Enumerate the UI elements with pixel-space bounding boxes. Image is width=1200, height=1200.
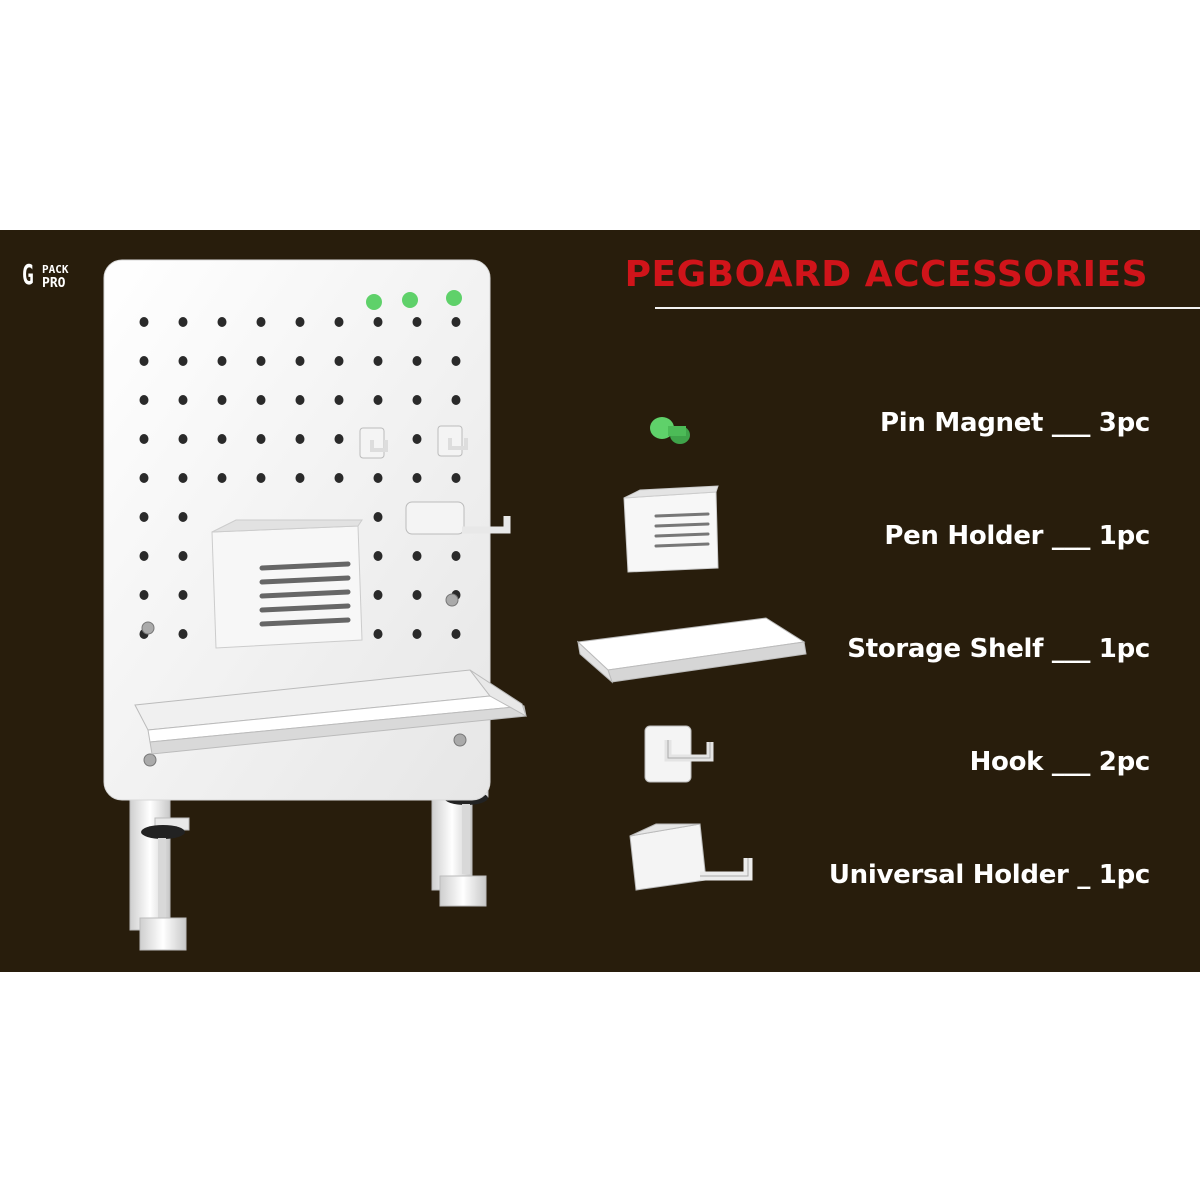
peg-hole [139,317,149,327]
peg-hole [295,434,305,444]
peg-hole [373,512,383,522]
peg-hole [412,356,422,366]
universal-holder-icon [629,823,753,891]
peg-hole [139,434,149,444]
peg-hole [412,629,422,639]
peg-hole [334,356,344,366]
peg-hole [178,356,188,366]
peg-hole [412,317,422,327]
pin-magnet-icon [650,417,690,444]
peg-hole [334,395,344,405]
peg-hole [373,590,383,600]
logo-letter: G [22,258,34,291]
peg-hole [334,317,344,327]
peg-hole [451,629,461,639]
peg-hole [256,356,266,366]
peg-hole [139,590,149,600]
peg-hole [178,317,188,327]
board-universal-holder [405,501,511,535]
peg-hole [451,356,461,366]
peg-hole [178,629,188,639]
peg-hole [451,317,461,327]
peg-hole [178,473,188,483]
accessory-storage-shelf-label: Storage Shelf ___ 1pc [847,634,1150,664]
peg-hole [139,512,149,522]
pen-holder-icon [623,485,719,573]
board-screws [141,593,467,767]
peg-hole [178,590,188,600]
peg-hole [451,395,461,405]
left-clamp [129,799,190,951]
peg-hole [373,395,383,405]
peg-hole [334,434,344,444]
board-pen-holder [211,519,363,649]
board-pins [366,290,462,310]
peg-hole [139,551,149,561]
peg-hole [217,473,227,483]
peg-hole [295,356,305,366]
peg-hole [412,590,422,600]
peg-hole [373,629,383,639]
peg-hole [178,551,188,561]
peg-hole [217,317,227,327]
title-underline [655,307,1200,309]
product-banner: G PACK PRO PEGBOARD ACCESSORIES [0,230,1200,972]
peg-hole [373,551,383,561]
pegboard-illustration [103,259,807,951]
peg-hole [178,395,188,405]
accessory-pin-magnet-label: Pin Magnet ___ 3pc [880,408,1150,438]
peg-hole [451,473,461,483]
peg-hole [295,473,305,483]
peg-hole [412,473,422,483]
accessory-hook-label: Hook ___ 2pc [969,747,1151,777]
page-title: PEGBOARD ACCESSORIES [624,254,1148,295]
logo-line-1: PACK [42,263,69,276]
accessory-universal-holder-label: Universal Holder _ 1pc [828,860,1150,890]
peg-hole [373,356,383,366]
peg-hole [256,395,266,405]
peg-hole [373,473,383,483]
hook-icon [644,725,714,783]
peg-hole [217,434,227,444]
peg-hole [217,395,227,405]
board-storage-shelf [134,669,527,755]
peg-hole [412,551,422,561]
accessory-pen-holder-label: Pen Holder ___ 1pc [884,521,1150,551]
peg-hole [295,317,305,327]
board-hooks [359,425,468,459]
peg-hole [256,473,266,483]
peg-hole [451,551,461,561]
peg-hole [334,473,344,483]
peg-hole [217,356,227,366]
peg-hole [256,434,266,444]
peg-hole [139,473,149,483]
peg-hole [412,395,422,405]
storage-shelf-icon [576,617,807,684]
peg-hole [412,434,422,444]
peg-hole [295,395,305,405]
peg-hole [373,317,383,327]
logo-line-2: PRO [42,276,66,291]
peg-hole [139,356,149,366]
peg-hole [256,317,266,327]
brand-logo: G PACK PRO [22,256,76,300]
peg-hole [178,512,188,522]
peg-hole [139,395,149,405]
peg-hole [178,434,188,444]
